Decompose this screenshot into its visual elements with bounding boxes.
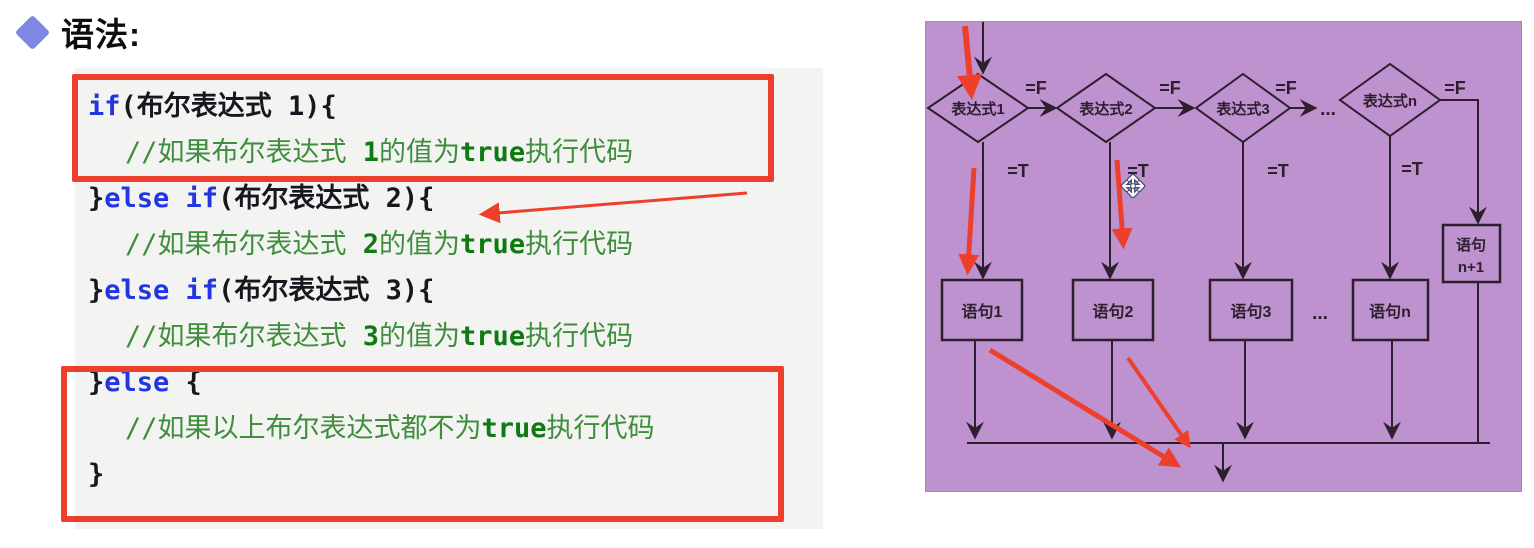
label-stmt3: 语句3 bbox=[1231, 302, 1272, 321]
move-cursor-icon bbox=[1120, 173, 1146, 199]
red-arrow-into-expr1 bbox=[957, 25, 983, 101]
red-arrow-stmt1-collector bbox=[988, 347, 1182, 468]
arrow-exprn-false bbox=[1440, 99, 1487, 225]
code-segment-plain: (布尔表达式 3){ bbox=[218, 275, 435, 306]
flowchart-svg: 表达式1 表达式2 表达式3 表达式n 语句1 语句2 语句3 语句n 语句 n… bbox=[926, 22, 1502, 483]
label-false-1: =F bbox=[1025, 78, 1047, 98]
label-stmt1: 语句1 bbox=[962, 302, 1003, 321]
highlight-box-if-branch bbox=[72, 74, 774, 182]
code-segment-plain: } bbox=[88, 275, 105, 306]
diamond-expr1 bbox=[926, 72, 1030, 144]
flowchart-panel: 表达式1 表达式2 表达式3 表达式n 语句1 语句2 语句3 语句n 语句 n… bbox=[925, 21, 1522, 492]
code-segment-comment: 执行代码 bbox=[525, 137, 634, 168]
page-title-label: 语法: bbox=[61, 16, 141, 53]
code-segment-plain: (布尔表达式 1){ bbox=[120, 91, 337, 122]
code-segment-keyword: if bbox=[88, 91, 121, 122]
diamond-exprn bbox=[1338, 62, 1442, 138]
label-expr3: 表达式3 bbox=[1216, 100, 1269, 118]
highlight-box-else-branch bbox=[61, 366, 784, 522]
code-segment-plain: } bbox=[88, 183, 105, 214]
code-segment-plain: { bbox=[169, 367, 202, 398]
diamond-bullet-icon bbox=[14, 14, 51, 50]
label-stmt2: 语句2 bbox=[1093, 302, 1134, 321]
code-segment-comment: 的值为 bbox=[379, 137, 461, 168]
label-stmtn1-line2: n+1 bbox=[1458, 259, 1484, 276]
code-segment-comment-bold: true bbox=[481, 413, 547, 444]
label-true-4: =T bbox=[1401, 159, 1423, 179]
red-pointer-arrow bbox=[478, 191, 748, 224]
code-line-3: }else if(布尔表达式 2){ bbox=[88, 176, 823, 222]
code-segment-keyword: else if bbox=[104, 183, 219, 214]
code-segment-comment-bold: true bbox=[460, 321, 526, 352]
code-segment-comment: 执行代码 bbox=[525, 321, 634, 352]
code-line-9: } bbox=[88, 452, 823, 498]
label-false-4: =F bbox=[1444, 78, 1466, 98]
dots-bottom: ... bbox=[1312, 303, 1328, 324]
code-segment-comment: //如果布尔表达式 bbox=[125, 321, 363, 352]
box-stmt1 bbox=[940, 278, 1024, 342]
label-exprn: 表达式n bbox=[1363, 92, 1417, 110]
diamond-expr2 bbox=[1055, 72, 1157, 144]
label-stmtn1-line1: 语句 bbox=[1456, 236, 1486, 254]
code-segment-comment: 的值为 bbox=[379, 229, 461, 260]
red-arrow-expr2-true bbox=[1111, 159, 1133, 250]
label-stmtn: 语句n bbox=[1369, 302, 1411, 321]
code-line-2: //如果布尔表达式 1的值为true执行代码 bbox=[88, 130, 823, 176]
label-expr1: 表达式1 bbox=[951, 100, 1004, 118]
code-segment-plain: } bbox=[88, 459, 105, 490]
code-line-5: }else if(布尔表达式 3){ bbox=[88, 268, 823, 314]
box-stmt3 bbox=[1208, 278, 1294, 342]
code-segment-comment-bold: true bbox=[460, 229, 526, 260]
dots-top: ... bbox=[1320, 99, 1336, 120]
flow-connectors bbox=[966, 22, 1490, 483]
code-segment-comment: 执行代码 bbox=[546, 413, 655, 444]
code-segment-plain: (布尔表达式 2){ bbox=[218, 183, 435, 214]
page-title: 语法: bbox=[14, 8, 141, 56]
code-line-8: //如果以上布尔表达式都不为true执行代码 bbox=[88, 406, 823, 452]
code-segment-comment-bold: 1 bbox=[362, 137, 380, 168]
box-stmtn bbox=[1351, 278, 1430, 342]
label-true-1: =T bbox=[1007, 161, 1029, 181]
red-arrow-stmt2-collector bbox=[1126, 356, 1191, 449]
code-line-6: //如果布尔表达式 3的值为true执行代码 bbox=[88, 314, 823, 360]
code-line-1: if(布尔表达式 1){ bbox=[88, 84, 823, 130]
diamond-expr3 bbox=[1194, 72, 1292, 144]
label-false-3: =F bbox=[1275, 78, 1297, 98]
code-block: if(布尔表达式 1){//如果布尔表达式 1的值为true执行代码}else … bbox=[75, 68, 823, 529]
code-segment-comment-bold: 2 bbox=[362, 229, 380, 260]
label-true-3: =T bbox=[1267, 161, 1289, 181]
code-line-4: //如果布尔表达式 2的值为true执行代码 bbox=[88, 222, 823, 268]
red-arrow-expr1-true bbox=[958, 167, 980, 276]
code-segment-comment: 的值为 bbox=[379, 321, 461, 352]
box-stmt2 bbox=[1071, 278, 1155, 342]
code-segment-comment-bold: true bbox=[460, 137, 526, 168]
label-expr2: 表达式2 bbox=[1079, 100, 1132, 118]
label-false-2: =F bbox=[1159, 78, 1181, 98]
code-segment-keyword: else if bbox=[104, 275, 219, 306]
code-segment-keyword: else bbox=[104, 367, 170, 398]
code-segment-comment-bold: 3 bbox=[362, 321, 380, 352]
code-line-7: }else { bbox=[88, 360, 823, 406]
code-segment-comment: //如果布尔表达式 bbox=[125, 137, 363, 168]
code-segment-comment: 执行代码 bbox=[525, 229, 634, 260]
code-segment-comment: //如果以上布尔表达式都不为 bbox=[125, 413, 482, 444]
box-stmtn1 bbox=[1441, 223, 1502, 284]
code-segment-plain: } bbox=[88, 367, 105, 398]
code-segment-comment: //如果布尔表达式 bbox=[125, 229, 363, 260]
